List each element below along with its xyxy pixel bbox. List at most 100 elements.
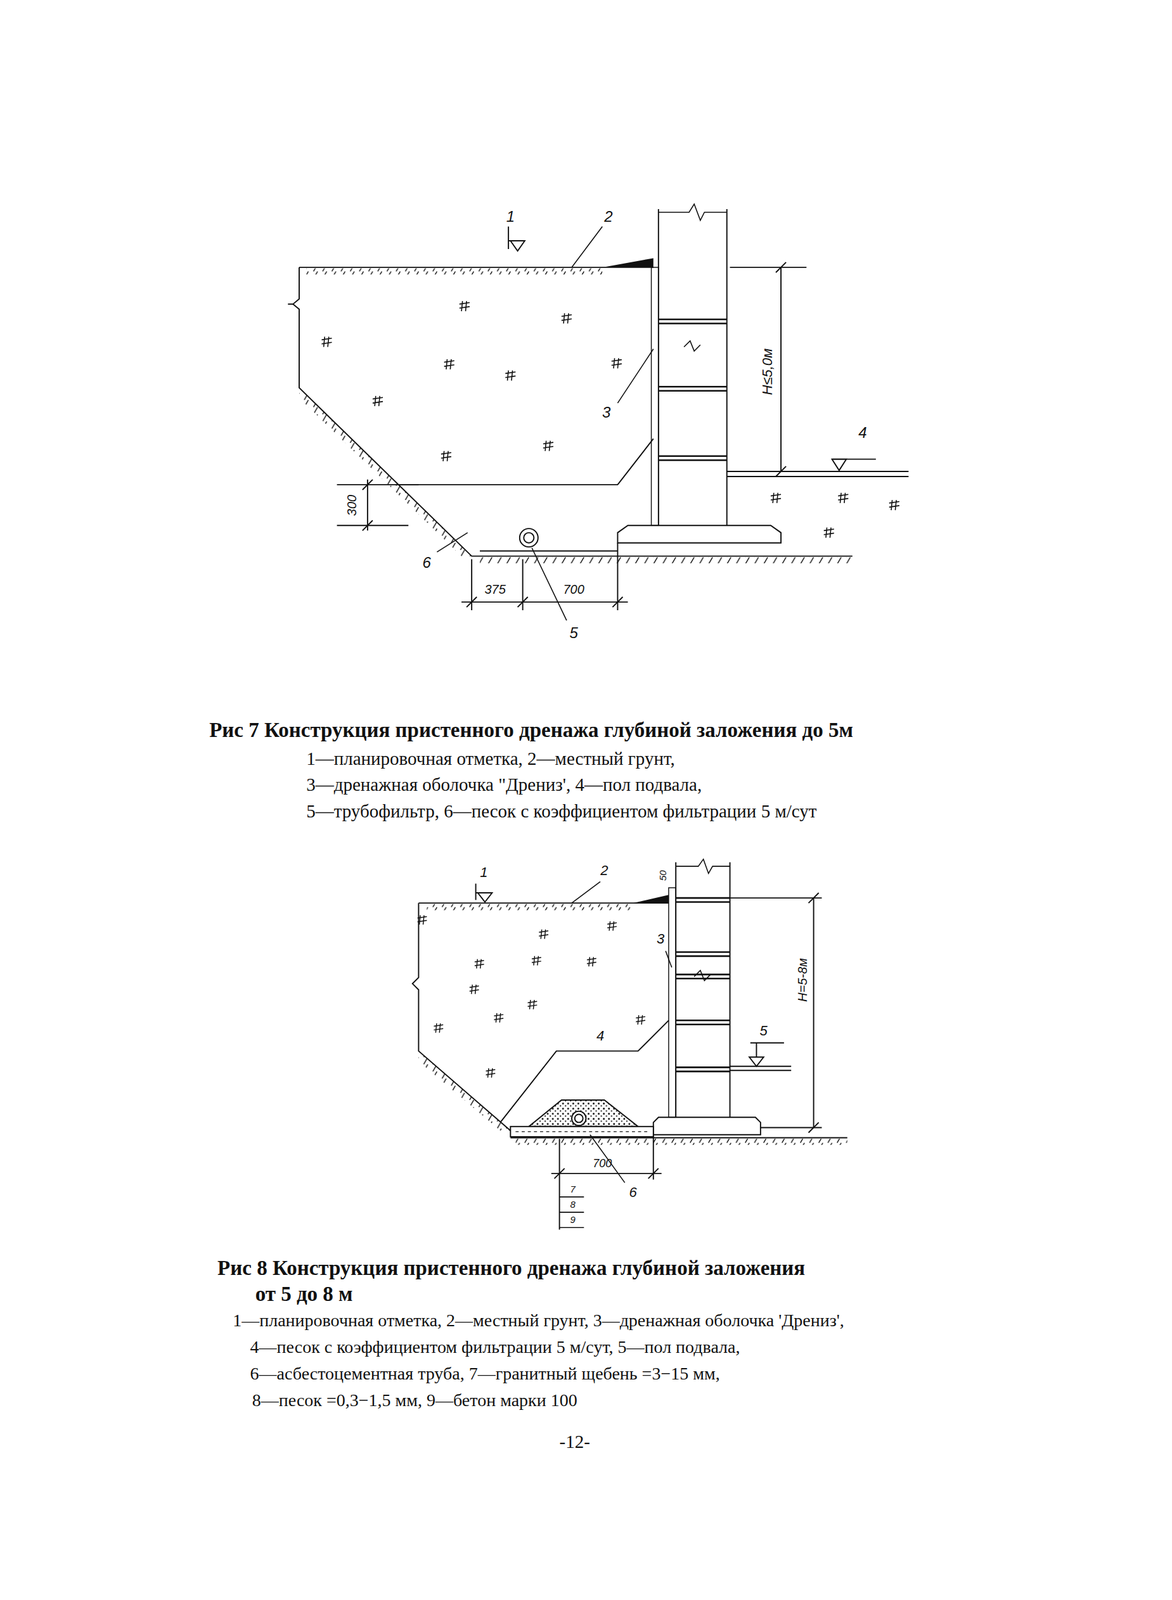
drawing-line bbox=[694, 970, 711, 981]
soil-symbol bbox=[586, 957, 597, 967]
drawing-band bbox=[668, 888, 676, 1118]
drawing-line bbox=[730, 267, 807, 472]
drawing-line bbox=[808, 893, 819, 1133]
caption-line: 5—трубофильтр, 6—песок с коэффициентом ф… bbox=[306, 801, 817, 823]
soil-symbol bbox=[889, 500, 900, 511]
drawing-line bbox=[515, 1131, 648, 1133]
drawing-line bbox=[436, 533, 468, 553]
soil-symbol bbox=[444, 359, 455, 370]
soil-symbol bbox=[417, 915, 428, 925]
figure-title: Рис 7 Конструкция пристенного дренажа гл… bbox=[209, 718, 854, 743]
soil-hatch-8 bbox=[417, 915, 646, 1078]
drawing-line bbox=[730, 898, 823, 1128]
drawing-line bbox=[531, 548, 567, 621]
figure-title: Рис 8 Конструкция пристенного дренажа гл… bbox=[217, 1255, 812, 1309]
drawing-band bbox=[426, 904, 631, 911]
soil-symbol bbox=[607, 921, 617, 932]
callout-number: 3 bbox=[602, 403, 611, 422]
drawing-line bbox=[479, 550, 618, 553]
drawing-shape bbox=[617, 525, 781, 543]
drawing-line bbox=[476, 884, 493, 901]
page-number: -12- bbox=[559, 1431, 591, 1453]
drain-pipe-outline bbox=[519, 528, 539, 548]
drain-pipe-outline bbox=[571, 1111, 587, 1127]
caption-line: 6—асбестоцементная труба, 7—гранитный ще… bbox=[250, 1364, 721, 1385]
drawing-line bbox=[675, 862, 730, 1119]
drawing-line bbox=[730, 1066, 792, 1071]
drawing-shape bbox=[528, 1100, 638, 1127]
drawing-line bbox=[617, 349, 653, 404]
callout-number: 3 bbox=[656, 931, 665, 947]
drawing-line bbox=[461, 543, 628, 611]
drawing-line bbox=[571, 226, 603, 267]
drawing-shape bbox=[418, 1051, 511, 1132]
soil-symbol bbox=[531, 956, 542, 966]
soil-symbol bbox=[469, 985, 480, 995]
drawing-line bbox=[559, 1197, 585, 1228]
drawing-band bbox=[651, 267, 659, 526]
dimension-label: 700 bbox=[562, 582, 584, 598]
caption-line: 4—песок с коэффициентом фильтрации 5 м/с… bbox=[250, 1337, 741, 1358]
soil-symbol bbox=[505, 370, 516, 381]
drawing-line bbox=[571, 881, 601, 904]
drawing-line bbox=[418, 902, 669, 904]
dimension-label: 50 bbox=[657, 870, 669, 882]
drawing-line bbox=[658, 319, 728, 461]
drawing-shape bbox=[510, 240, 525, 252]
drawing-line bbox=[466, 597, 623, 608]
drawing-line bbox=[683, 341, 701, 352]
drawing-line bbox=[675, 898, 730, 1072]
callout-number: 1 bbox=[479, 864, 488, 881]
dimension-label: H≤5,0м bbox=[759, 347, 776, 395]
dimension-label: 300 bbox=[344, 495, 360, 516]
layer-number: 8 bbox=[569, 1199, 575, 1211]
drawing-line bbox=[299, 266, 654, 269]
soil-symbol bbox=[528, 1000, 538, 1010]
drain-pipe-outline bbox=[574, 1114, 584, 1123]
drawing-line bbox=[287, 303, 293, 305]
drawing-line bbox=[665, 951, 672, 968]
drawing-line bbox=[590, 1135, 625, 1184]
callout-number: 6 bbox=[628, 1184, 637, 1201]
soil-symbol bbox=[474, 959, 485, 970]
drawing-shape bbox=[477, 893, 493, 902]
drawing-line bbox=[658, 209, 728, 526]
dimension-label: H=5-8м bbox=[794, 958, 810, 1003]
callout-number: 4 bbox=[596, 1028, 605, 1044]
soil-symbol bbox=[486, 1068, 496, 1079]
callout-number: 5 bbox=[569, 624, 578, 643]
drawing-shape bbox=[653, 1117, 761, 1135]
caption-line: 1—планировочная отметка, 2—местный грунт… bbox=[306, 748, 675, 770]
dimension-label: 375 bbox=[484, 582, 506, 598]
drawing-shape bbox=[832, 459, 847, 471]
soil-symbol bbox=[824, 528, 835, 539]
drawing-line bbox=[727, 471, 909, 477]
drawing-line bbox=[412, 903, 511, 1131]
soil-symbol bbox=[770, 493, 781, 504]
soil-symbol bbox=[372, 396, 383, 407]
drawing-line bbox=[775, 262, 786, 477]
callout-number: 1 bbox=[506, 207, 515, 226]
figure-7 bbox=[287, 204, 909, 621]
callout-number: 4 bbox=[858, 424, 867, 442]
callout-number: 6 bbox=[422, 553, 432, 572]
caption-line: 1—планировочная отметка, 2—местный грунт… bbox=[232, 1310, 845, 1332]
drawing-shape bbox=[749, 1057, 764, 1067]
drawing-line bbox=[554, 1168, 659, 1179]
drawing-band bbox=[479, 557, 853, 564]
drawing-line bbox=[551, 1135, 662, 1230]
drawing-band bbox=[306, 268, 603, 276]
caption-line: 8—песок =0,3−1,5 мм, 9—бетон марки 100 bbox=[252, 1390, 578, 1411]
drawing-line bbox=[508, 226, 525, 249]
soil-symbol bbox=[538, 929, 549, 940]
layer-number: 9 bbox=[569, 1214, 575, 1226]
callout-number: 5 bbox=[759, 1023, 768, 1039]
soil-symbol bbox=[441, 451, 452, 462]
drawing-line bbox=[337, 479, 419, 532]
soil-hatch-7 bbox=[321, 301, 899, 539]
soil-symbol bbox=[635, 1015, 646, 1025]
drawing-line bbox=[658, 204, 728, 221]
drawing-shape bbox=[299, 387, 472, 557]
layer-number: 7 bbox=[569, 1184, 575, 1195]
